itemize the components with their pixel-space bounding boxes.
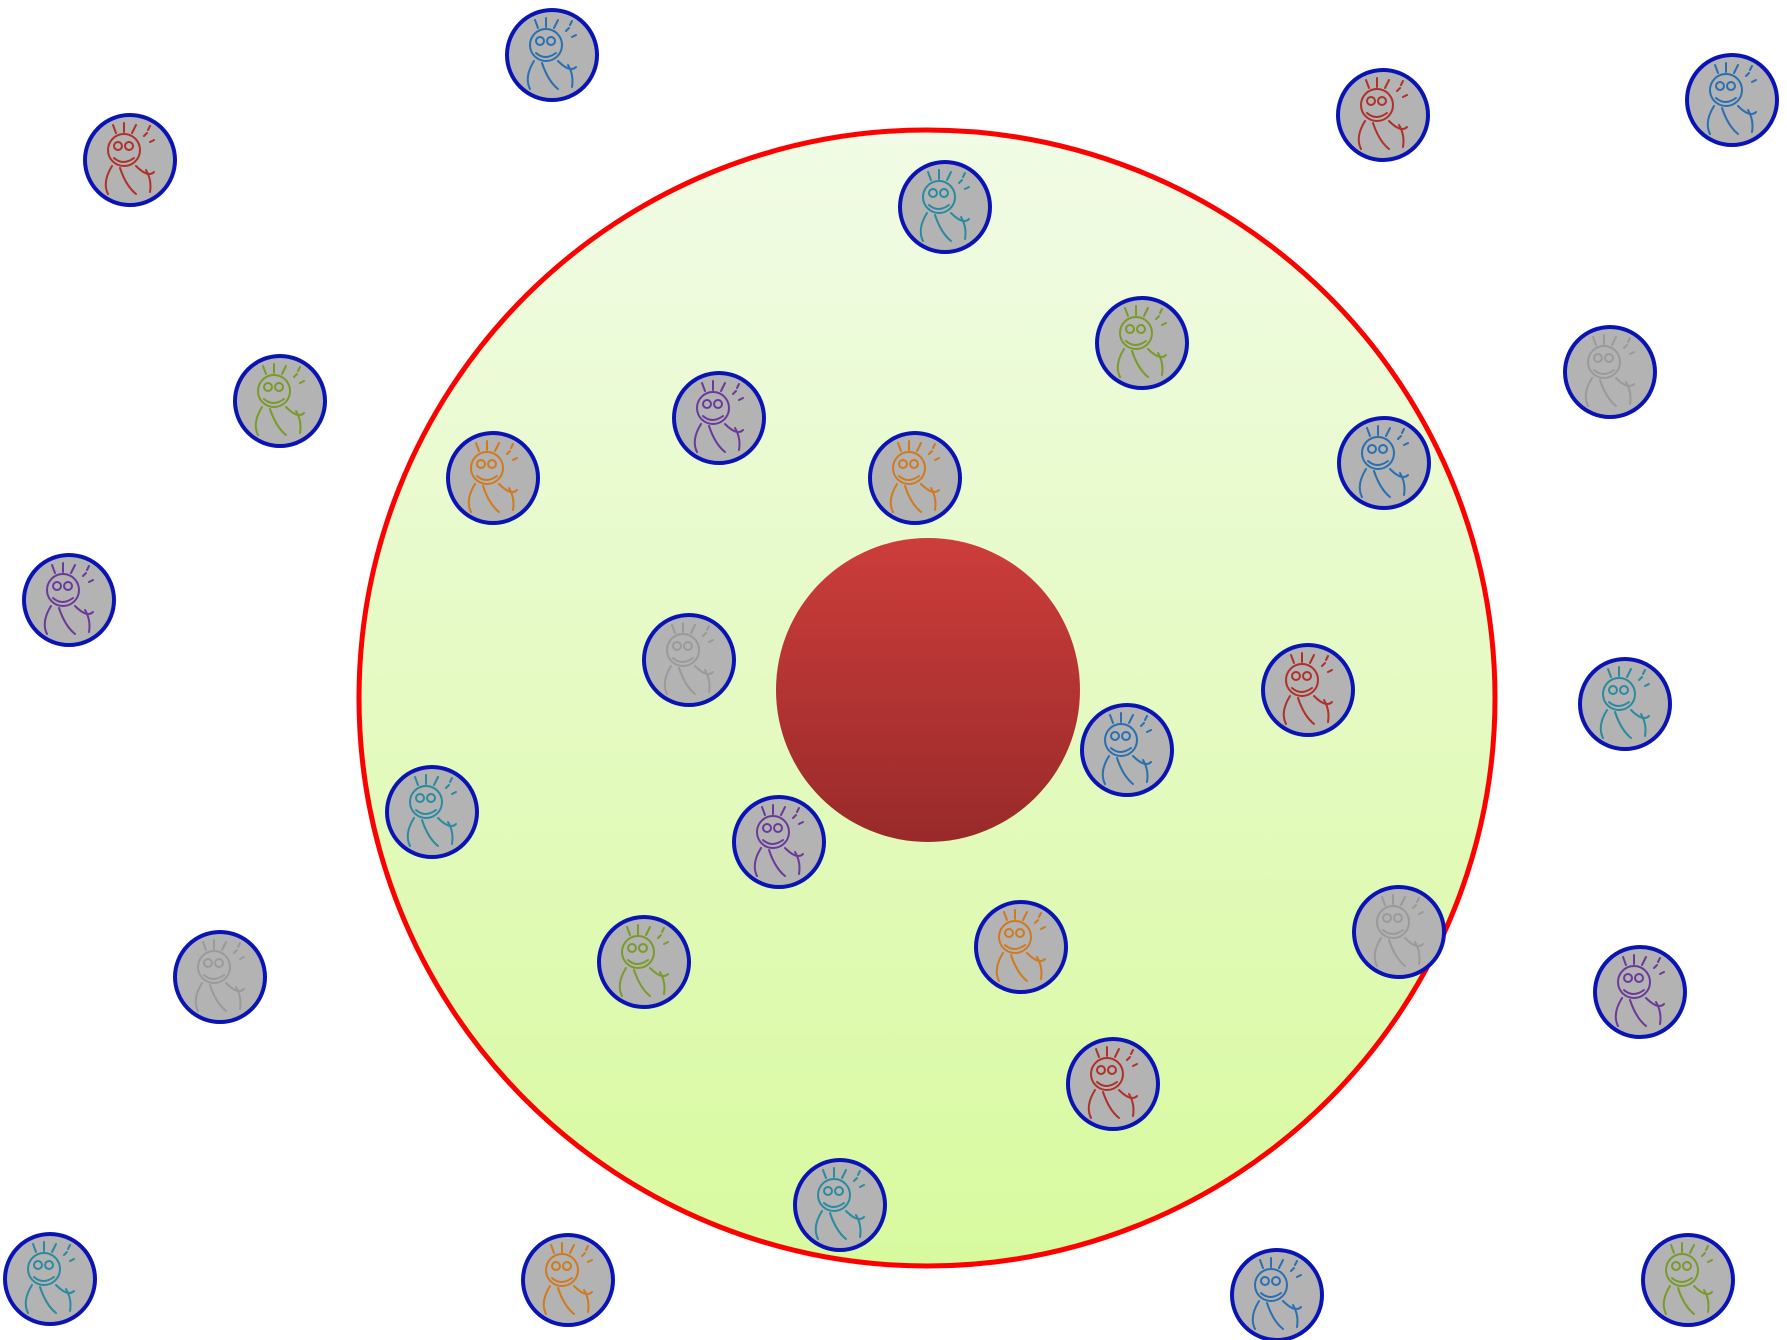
token-outside [235,356,325,446]
token-inside [448,433,538,523]
token-inside [1082,705,1172,795]
token-outside [1580,659,1670,749]
token-outside [523,1235,613,1325]
token-inside [644,615,734,705]
token-inside [795,1160,885,1250]
token-outside [85,115,175,205]
token-inside [387,767,477,857]
token-inside [1263,645,1353,735]
token-outside [1687,55,1777,145]
token-outside [1643,1235,1733,1325]
token-outside [175,932,265,1022]
core-circle [776,538,1080,842]
token-outside [24,555,114,645]
token-outside [5,1234,95,1324]
token-outside [1595,947,1685,1037]
token-inside [1339,418,1429,508]
token-inside [1068,1039,1158,1129]
token-inside [976,902,1066,992]
token-inside [900,162,990,252]
token-inside [674,373,764,463]
token-outside [1338,70,1428,160]
token-outside [1232,1250,1322,1340]
token-inside [1097,298,1187,388]
token-inside [1354,887,1444,977]
token-outside [1565,327,1655,417]
token-inside [870,433,960,523]
token-inside [734,797,824,887]
token-inside [599,917,689,1007]
token-outside [507,10,597,100]
